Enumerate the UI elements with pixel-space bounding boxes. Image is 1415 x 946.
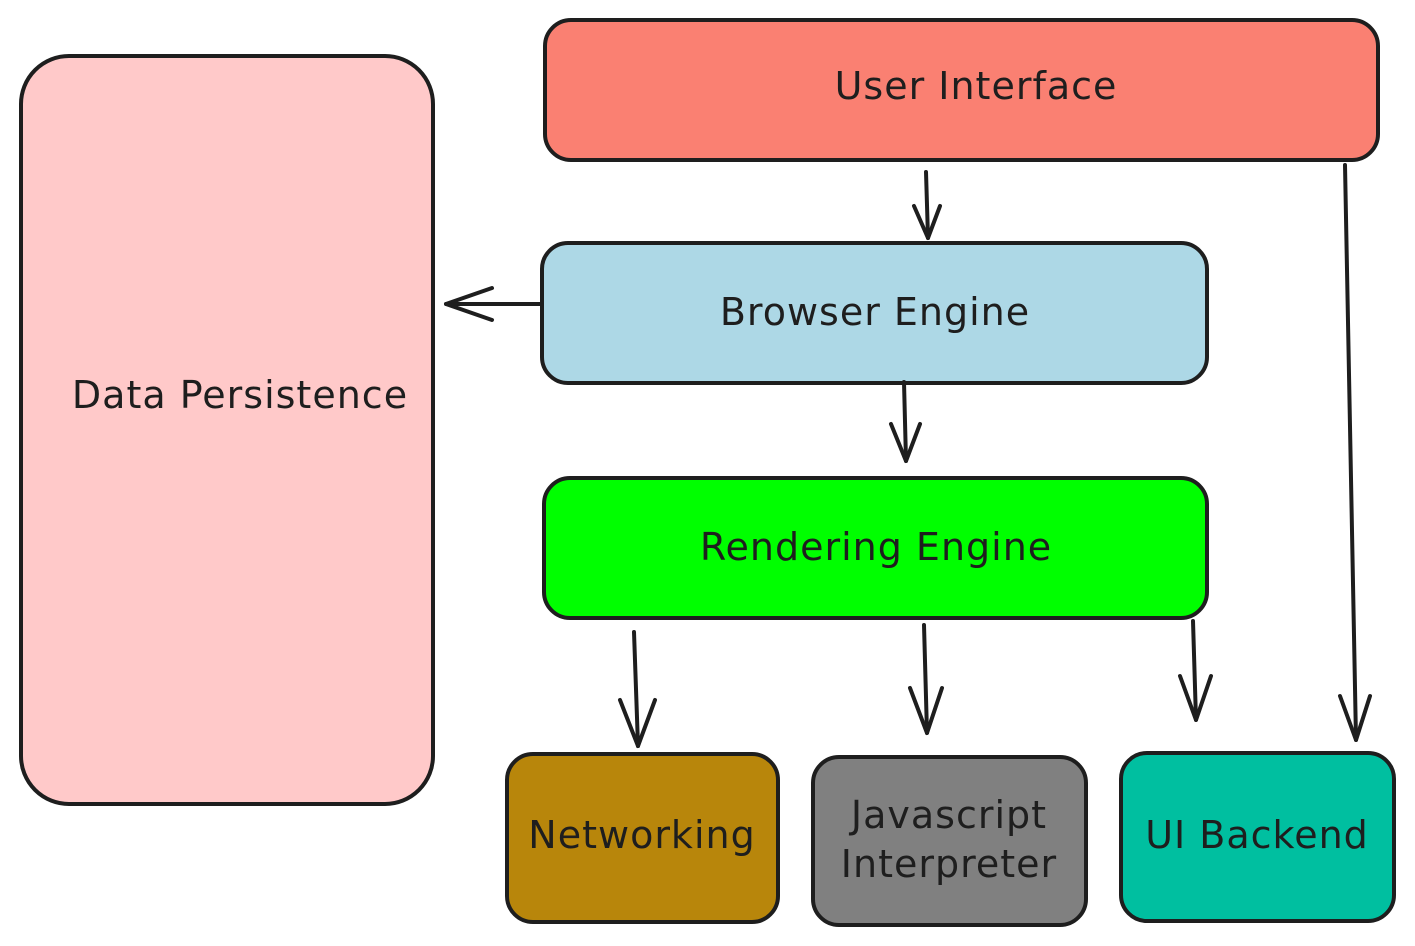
- ui-backend-node: UI Backend: [1119, 751, 1396, 923]
- browser-engine-box: [540, 241, 1209, 385]
- javascript-interpreter-node: Javascript Interpreter: [811, 755, 1088, 927]
- arrow-rendering-engine-to-ui-backend: [1178, 619, 1213, 722]
- arrow-user-interface-to-browser-engine: [912, 170, 942, 240]
- rendering-engine-node: Rendering Engine: [542, 476, 1209, 620]
- browser-engine-label: Browser Engine: [720, 290, 1030, 334]
- data-persistence-node: Data Persistence: [19, 54, 435, 806]
- networking-label: Networking: [528, 813, 755, 857]
- arrow-browser-engine-to-rendering-engine: [889, 380, 922, 463]
- ui-backend-label: UI Backend: [1145, 813, 1369, 857]
- data-persistence-box: [19, 54, 435, 806]
- javascript-interpreter-box: [811, 755, 1088, 927]
- arrow-user-interface-to-ui-backend: [1338, 163, 1372, 742]
- javascript-interpreter-label-line2: Interpreter: [841, 842, 1057, 886]
- rendering-engine-label: Rendering Engine: [700, 525, 1052, 569]
- ui-backend-box: [1119, 751, 1396, 923]
- arrow-rendering-engine-to-networking: [618, 630, 657, 748]
- arrow-browser-engine-to-data-persistence: [444, 286, 543, 322]
- networking-node: Networking: [505, 752, 780, 924]
- user-interface-box: [543, 18, 1380, 162]
- user-interface-label: User Interface: [835, 64, 1118, 108]
- browser-engine-node: Browser Engine: [540, 241, 1209, 385]
- rendering-engine-box: [542, 476, 1209, 620]
- data-persistence-label: Data Persistence: [72, 373, 408, 417]
- user-interface-node: User Interface: [543, 18, 1380, 162]
- networking-box: [505, 752, 780, 924]
- arrow-rendering-engine-to-javascript-interpreter: [908, 623, 944, 735]
- javascript-interpreter-label-line1: Javascript: [849, 793, 1047, 837]
